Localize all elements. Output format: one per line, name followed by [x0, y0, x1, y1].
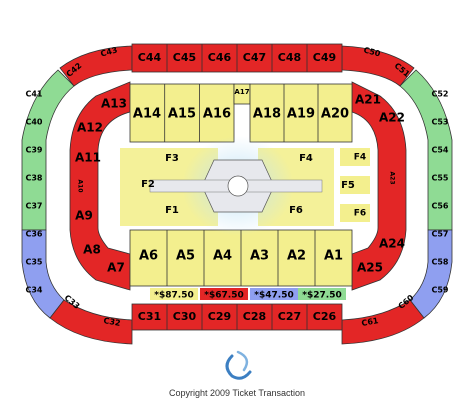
section-label-a22: A22: [379, 111, 405, 125]
floor: [120, 136, 370, 236]
section-label-c47: C47: [243, 51, 266, 64]
a-level-sides: [69, 81, 407, 291]
price-label: *$87.50: [154, 291, 193, 301]
price-swatch: [150, 288, 198, 300]
price-label: *$27.50: [302, 291, 341, 301]
section-label-c41: C41: [25, 90, 42, 99]
section-a-rear-right[interactable]: [249, 83, 353, 143]
section-label-c55: C55: [431, 174, 448, 183]
section-label-a4: A4: [213, 249, 232, 264]
section-label-f2: F2: [141, 179, 155, 190]
section-label-c52: C52: [431, 90, 448, 99]
section-label-a7: A7: [107, 261, 125, 275]
section-label-c30: C30: [173, 310, 197, 323]
section-label-a11: A11: [75, 151, 101, 165]
section-label-c44: C44: [138, 51, 162, 64]
section-label-f6: F6: [289, 205, 303, 216]
section-label-a23: A23: [389, 172, 396, 185]
section-label-c43: C43: [100, 45, 119, 58]
section-label-a15: A15: [168, 107, 196, 122]
section-label-a13: A13: [101, 97, 127, 111]
section-label-a18: A18: [253, 107, 281, 122]
section-label-f4: F4: [299, 153, 313, 164]
section-a-left[interactable]: [69, 81, 131, 291]
section-label-c58: C58: [431, 258, 448, 267]
section-label-c54: C54: [431, 146, 448, 155]
section-label-a16: A16: [203, 107, 231, 122]
section-label-c59: C59: [431, 286, 448, 295]
section-label-c35: C35: [25, 258, 42, 267]
section-label-a1: A1: [324, 249, 343, 264]
section-label-c61: C61: [361, 316, 380, 328]
section-left-ring-blue[interactable]: [21, 229, 65, 319]
section-label-c45: C45: [173, 51, 196, 64]
section-label-a21: A21: [355, 93, 381, 107]
section-label-c40: C40: [25, 118, 42, 127]
section-right-ring-blue[interactable]: [409, 229, 453, 319]
section-label-a20: A20: [321, 107, 349, 122]
section-label-c34: C34: [25, 286, 42, 295]
ticket-transaction-logo: [225, 350, 252, 380]
price-swatch: [200, 288, 248, 300]
section-label-f6: F6: [354, 209, 366, 219]
section-label-c46: C46: [208, 51, 232, 64]
section-label-c49: C49: [313, 51, 336, 64]
price-swatch: [250, 288, 298, 300]
section-label-c48: C48: [278, 51, 301, 64]
section-c61[interactable]: [341, 299, 425, 345]
price-label: *$67.50: [204, 291, 243, 301]
section-label-a17: A17: [234, 88, 249, 96]
section-label-a19: A19: [287, 107, 315, 122]
section-label-c31: C31: [138, 310, 161, 323]
section-label-f4: F4: [354, 153, 366, 163]
section-label-c53: C53: [431, 118, 448, 127]
section-label-f5: F5: [341, 180, 355, 191]
section-label-c29: C29: [208, 310, 231, 323]
outer-ring: [21, 69, 453, 319]
floor-right-small-mid[interactable]: [340, 176, 370, 194]
section-label-a2: A2: [287, 249, 306, 264]
section-label-c50: C50: [363, 45, 382, 58]
section-label-f1: F1: [165, 205, 179, 216]
section-label-a12: A12: [77, 121, 103, 135]
section-label-c26: C26: [313, 310, 337, 323]
section-label-a8: A8: [83, 243, 101, 257]
section-label-c37: C37: [25, 202, 42, 211]
section-label-c27: C27: [278, 310, 301, 323]
floor-right-small-bot[interactable]: [340, 204, 370, 222]
section-label-a5: A5: [176, 249, 195, 264]
section-a-rear-left[interactable]: [129, 83, 235, 143]
floor-right-small-top[interactable]: [340, 148, 370, 166]
section-label-c32: C32: [103, 316, 121, 328]
section-c33[interactable]: [49, 299, 133, 345]
section-label-f3: F3: [165, 153, 179, 164]
section-label-c38: C38: [25, 174, 42, 183]
section-label-c57: C57: [431, 230, 448, 239]
section-a-right[interactable]: [351, 81, 407, 291]
section-label-c56: C56: [431, 202, 448, 211]
section-label-a25: A25: [357, 261, 383, 275]
price-swatch: [298, 288, 346, 300]
section-label-a6: A6: [139, 249, 158, 264]
price-legend: *$87.50 *$67.50 *$47.50 *$27.50: [150, 288, 346, 301]
section-label-a9: A9: [75, 209, 93, 223]
section-label-c36: C36: [25, 230, 42, 239]
section-label-a3: A3: [250, 249, 269, 264]
section-label-c28: C28: [243, 310, 266, 323]
stage-center: [227, 175, 249, 197]
price-label: *$47.50: [254, 291, 293, 301]
section-label-a14: A14: [133, 107, 161, 122]
copyright-text: Copyright 2009 Ticket Transaction: [168, 388, 306, 398]
section-label-c39: C39: [25, 146, 42, 155]
section-label-a24: A24: [379, 237, 405, 251]
section-label-a10: A10: [77, 180, 84, 193]
